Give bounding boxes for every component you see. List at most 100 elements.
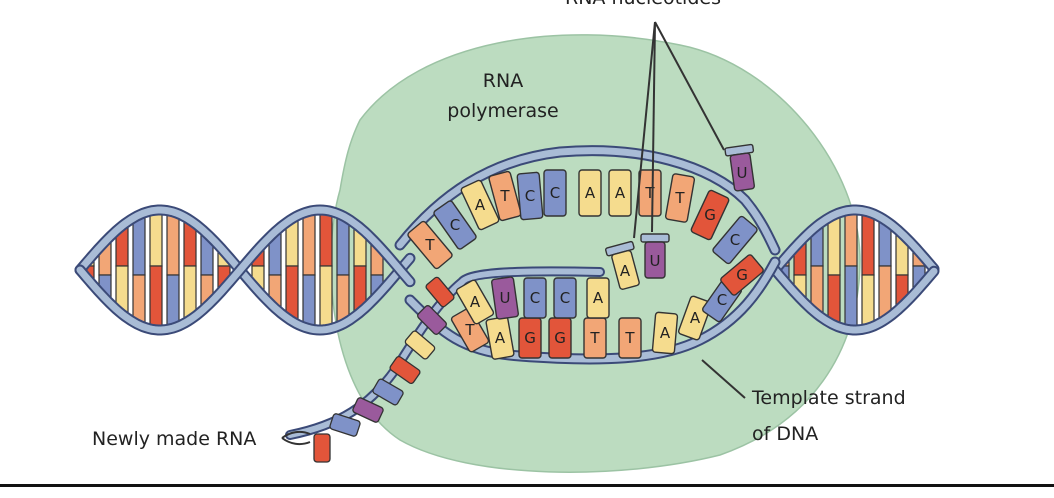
template-strand-base: T: [618, 317, 642, 359]
helix-base: [827, 214, 841, 276]
nucleotide-base: [729, 152, 755, 192]
exiting-rna-segment: [313, 276, 455, 463]
nucleotide-base: [644, 241, 666, 279]
base-letter: C: [550, 184, 560, 202]
helix-base: [132, 214, 146, 276]
base-letter: A: [690, 309, 701, 327]
top-strand-base: C: [543, 169, 567, 217]
base-letter: A: [593, 289, 604, 307]
base-letter: A: [585, 184, 596, 202]
base-letter: T: [624, 329, 635, 347]
base-letter: A: [615, 184, 626, 202]
helix-base: [149, 209, 163, 267]
base-letter: A: [660, 324, 671, 342]
top-strand-base: A: [460, 179, 500, 231]
base-shape: [313, 433, 331, 463]
base-shape: [664, 173, 696, 223]
top-strand-base: T: [664, 173, 696, 223]
helix-base: [149, 265, 163, 331]
top-strand-base: T: [407, 220, 453, 270]
template-pointer-line: [701, 359, 746, 399]
base-letter: A: [475, 196, 486, 214]
helix-backbone: [76, 206, 414, 334]
base-letter: C: [450, 216, 460, 234]
exiting-rna-base: [425, 276, 455, 308]
template-strand-base: G: [518, 317, 542, 359]
base-shape: [460, 179, 500, 231]
base-shape: [488, 170, 522, 222]
left-helix-bases: [81, 209, 384, 331]
base-letter: T: [644, 184, 655, 202]
helix-base: [302, 210, 316, 276]
base-letter: T: [464, 321, 475, 339]
rna-base: C: [523, 277, 547, 319]
base-shape: [417, 305, 447, 335]
base-shape: [586, 277, 610, 319]
nucleotide-sugar: [640, 233, 670, 243]
base-shape: [608, 169, 632, 217]
rna-nucleotides-pointers: [633, 21, 725, 239]
rna-base: A: [586, 277, 610, 319]
template-strand-base: G: [548, 317, 572, 359]
helix-base: [166, 274, 180, 329]
base-shape: [433, 200, 477, 250]
base-shape: [372, 378, 404, 406]
base-letter: G: [554, 329, 566, 347]
template-strand-label-line2: of DNA: [752, 423, 818, 445]
base-letter: U: [650, 252, 661, 270]
rna-polymerase-label-line1: RNA: [483, 70, 523, 92]
exiting-rna-base: [372, 378, 404, 406]
base-letter: T: [424, 236, 435, 254]
template-strand-base: A: [651, 311, 679, 355]
template-strand-base: T: [583, 317, 607, 359]
helix-base: [861, 274, 875, 329]
base-letter: U: [500, 289, 511, 307]
left-dna-helix: [74, 204, 416, 336]
template-strand-label-line1: Template strand: [751, 387, 906, 409]
base-shape: [352, 397, 384, 423]
right-helix-bases: [776, 209, 926, 331]
nucleotide-base: [611, 249, 640, 290]
base-shape: [404, 330, 436, 360]
template-strand-base: G: [720, 254, 764, 296]
base-shape: [407, 220, 453, 270]
exiting-rna-base: [389, 355, 421, 385]
base-letter: A: [620, 262, 631, 280]
free-rna-nucleotides: A U U: [605, 143, 755, 290]
top-strand-base: C: [433, 200, 477, 250]
base-letter: A: [495, 329, 506, 347]
base-shape: [720, 254, 764, 296]
base-letter: U: [737, 164, 748, 182]
rna-polymerase-label-line2: polymerase: [447, 100, 558, 122]
top-strand-base: G: [690, 189, 730, 241]
base-shape: [455, 279, 495, 325]
helix-backbone: [76, 206, 414, 334]
base-letter: T: [589, 329, 600, 347]
rna-base: U: [491, 276, 519, 320]
top-strand-base: A: [578, 169, 602, 217]
helix-base: [319, 265, 333, 331]
base-shape: [553, 277, 577, 319]
exiting-rna-base: [417, 305, 447, 335]
rna-base: C: [553, 277, 577, 319]
base-shape: [389, 355, 421, 385]
top-strand-base: C: [516, 171, 544, 221]
base-letter: G: [524, 329, 536, 347]
base-letter: C: [717, 291, 727, 309]
rna-base: A: [455, 279, 495, 325]
base-shape: [690, 189, 730, 241]
helix-base: [844, 209, 858, 267]
base-letter: G: [736, 266, 748, 284]
base-letter: C: [530, 289, 540, 307]
base-shape: [712, 215, 758, 265]
helix-backbone: [771, 266, 938, 334]
base-shape: [618, 317, 642, 359]
right-dna-helix: [769, 204, 940, 336]
base-letter: A: [470, 293, 481, 311]
exiting-rna-base: [313, 433, 331, 463]
